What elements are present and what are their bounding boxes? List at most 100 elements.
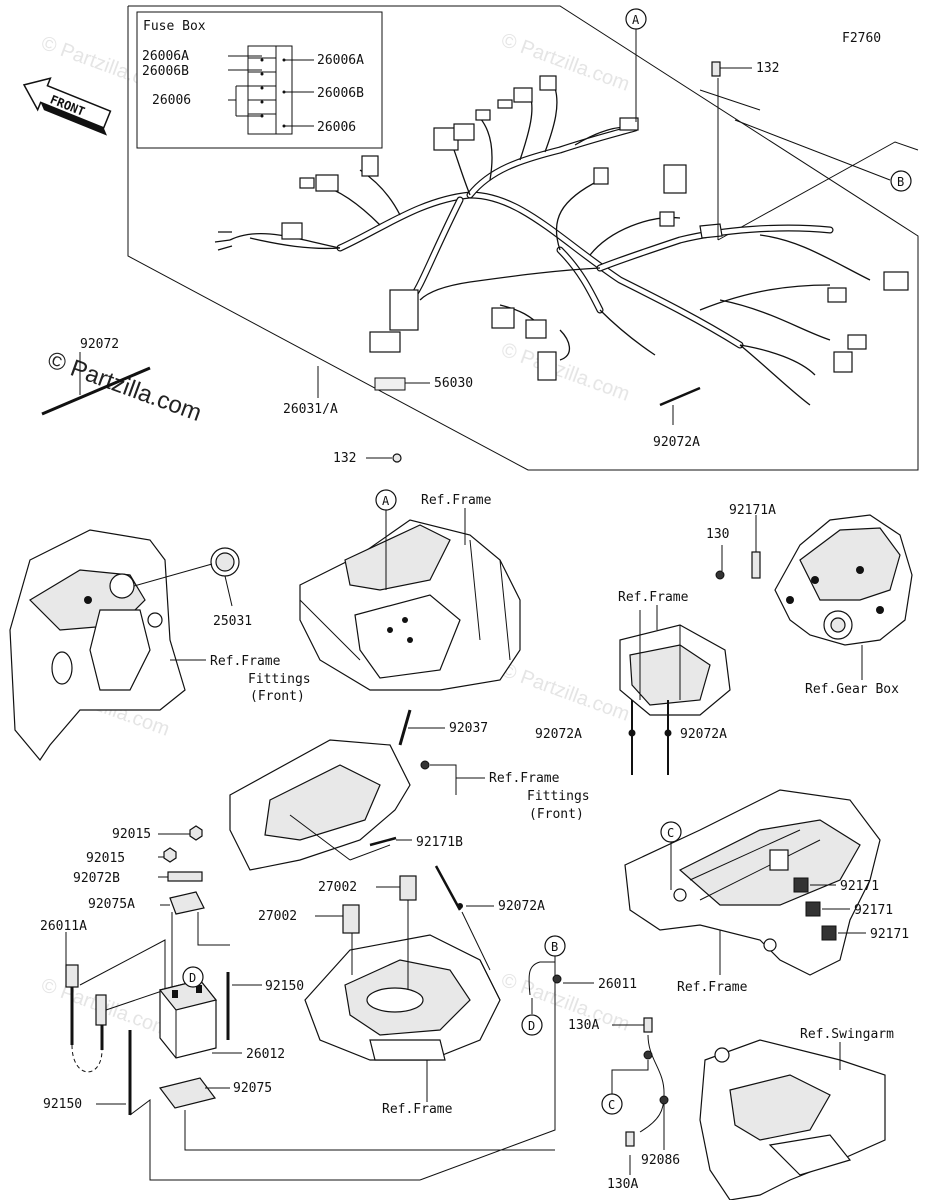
fuse-label-left-26006a: 26006A xyxy=(142,49,189,64)
label-ref-frame-fittings-2c: (Front) xyxy=(529,807,584,822)
harness-panel-outline xyxy=(127,5,919,471)
fuse-label-right-26006b: 26006B xyxy=(317,86,364,101)
frame-bracket-right xyxy=(619,610,731,716)
svg-text:A: A xyxy=(382,494,390,508)
svg-text:C: C xyxy=(667,826,674,840)
socket-25031 xyxy=(133,547,240,607)
label-92150-a: 92150 xyxy=(265,979,304,994)
label-92171-a: 92171 xyxy=(840,879,879,894)
label-130a-bottom: 130A xyxy=(607,1177,638,1192)
label-130: 130 xyxy=(706,527,729,542)
label-ref-frame-fittings-1a: Ref.Frame xyxy=(210,654,281,669)
front-arrow-icon: FRONT xyxy=(22,77,112,136)
label-130a-top: 130A xyxy=(568,1018,599,1033)
nut-92015-b xyxy=(158,847,177,863)
battery-cable-26011a xyxy=(65,932,166,1073)
label-ref-frame-fittings-1c: (Front) xyxy=(250,689,305,704)
svg-text:B: B xyxy=(897,175,904,189)
label-ref-swingarm: Ref.Swingarm xyxy=(800,1027,894,1042)
battery-tray-frame xyxy=(304,934,501,1061)
label-27002-b: 27002 xyxy=(258,909,297,924)
label-92171b: 92171B xyxy=(416,835,463,850)
callout-d-left: D xyxy=(182,966,204,988)
label-ref-gear-box: Ref.Gear Box xyxy=(805,682,899,697)
svg-text:A: A xyxy=(632,13,640,27)
label-92072: 92072 xyxy=(80,337,119,352)
label-26011: 26011 xyxy=(598,977,637,992)
fuse-box-title: Fuse Box xyxy=(143,19,206,34)
label-92072a-right: 92072A xyxy=(680,727,727,742)
clip-92171-c xyxy=(821,925,866,941)
svg-text:© Partzilla.com: © Partzilla.com xyxy=(498,339,632,406)
label-92075: 92075 xyxy=(233,1081,272,1096)
nut-92015-a xyxy=(158,825,203,841)
label-92075a: 92075A xyxy=(88,897,135,912)
label-92072b: 92072B xyxy=(73,871,120,886)
clip-92171-b xyxy=(805,901,850,917)
swingarm xyxy=(699,1039,886,1200)
connector xyxy=(281,222,303,240)
rod-92150-a xyxy=(226,972,262,1040)
center-cover-panel xyxy=(229,739,411,871)
fuse-box-panel: Fuse Box 26006A 26006B 26006 26006A 2600… xyxy=(136,11,383,149)
label-27002-a: 27002 xyxy=(318,880,357,895)
strap-92171b xyxy=(369,836,412,847)
relay-27002-a xyxy=(376,875,417,990)
svg-text:D: D xyxy=(189,971,196,985)
strap-92072b xyxy=(158,871,203,882)
frame-lower-right xyxy=(624,789,881,976)
label-92072a-mid: 92072A xyxy=(498,899,545,914)
strap-92171a xyxy=(715,515,761,580)
harness-connectors xyxy=(281,75,909,391)
label-ref-frame-4: Ref.Frame xyxy=(677,980,748,995)
svg-text:B: B xyxy=(551,940,558,954)
svg-text:© Partzilla.com: © Partzilla.com xyxy=(498,659,632,726)
callout-b-top: B xyxy=(890,170,912,192)
fuse-label-left-26006: 26006 xyxy=(152,93,191,108)
label-132-mid: 132 xyxy=(333,451,356,466)
svg-text:D: D xyxy=(528,1019,535,1033)
label-92015-b: 92015 xyxy=(86,851,125,866)
label-132-top: 132 xyxy=(756,61,779,76)
callout-b-bottom: B xyxy=(544,935,566,957)
label-92086: 92086 xyxy=(641,1153,680,1168)
cable-tie-92072a-mid xyxy=(434,865,494,971)
label-ref-frame-fittings-1b: Fittings xyxy=(248,672,311,687)
pad-92075a xyxy=(160,891,205,915)
callout-c-right: C xyxy=(660,821,682,843)
label-ref-frame-fittings-2b: Fittings xyxy=(527,789,590,804)
rod-92150-b xyxy=(96,1030,132,1115)
label-56030 xyxy=(374,377,406,391)
svg-text:C: C xyxy=(608,1098,615,1112)
label-92171a: 92171A xyxy=(729,503,776,518)
label-ref-frame-3: Ref.Frame xyxy=(382,1102,453,1117)
callout-d-bottom: D xyxy=(521,1014,543,1036)
label-26011a: 26011A xyxy=(40,919,87,934)
ground-cable-92086 xyxy=(611,1017,669,1175)
battery-26012 xyxy=(158,979,218,1059)
relay-27002-b xyxy=(315,904,360,975)
label-26031-a: 26031/A xyxy=(283,402,338,417)
cable-tie-92072a-pair xyxy=(628,700,672,775)
label-56030: 56030 xyxy=(434,376,473,391)
label-ref-frame-fittings-2a: Ref.Frame xyxy=(489,771,560,786)
gear-box xyxy=(774,514,913,646)
fuse-label-left-26006b: 26006B xyxy=(142,64,189,79)
callout-c-bottom: C xyxy=(601,1093,623,1115)
label-92150-b: 92150 xyxy=(43,1097,82,1112)
label-26012: 26012 xyxy=(246,1047,285,1062)
label-92015-a: 92015 xyxy=(112,827,151,842)
pad-92075 xyxy=(158,1077,230,1109)
frame-bracket-a xyxy=(299,519,521,691)
fuse-label-right-26006a: 26006A xyxy=(317,53,364,68)
battery-cable-26011 xyxy=(528,955,594,1014)
tie-92037 xyxy=(398,709,445,770)
label-92037: 92037 xyxy=(449,721,488,736)
cable-tie-92072 xyxy=(41,352,151,416)
label-92072a-left: 92072A xyxy=(535,727,582,742)
callout-a-mid: A xyxy=(375,489,397,511)
label-92072a-harness: 92072A xyxy=(653,435,700,450)
dash-panel-left xyxy=(9,529,186,762)
